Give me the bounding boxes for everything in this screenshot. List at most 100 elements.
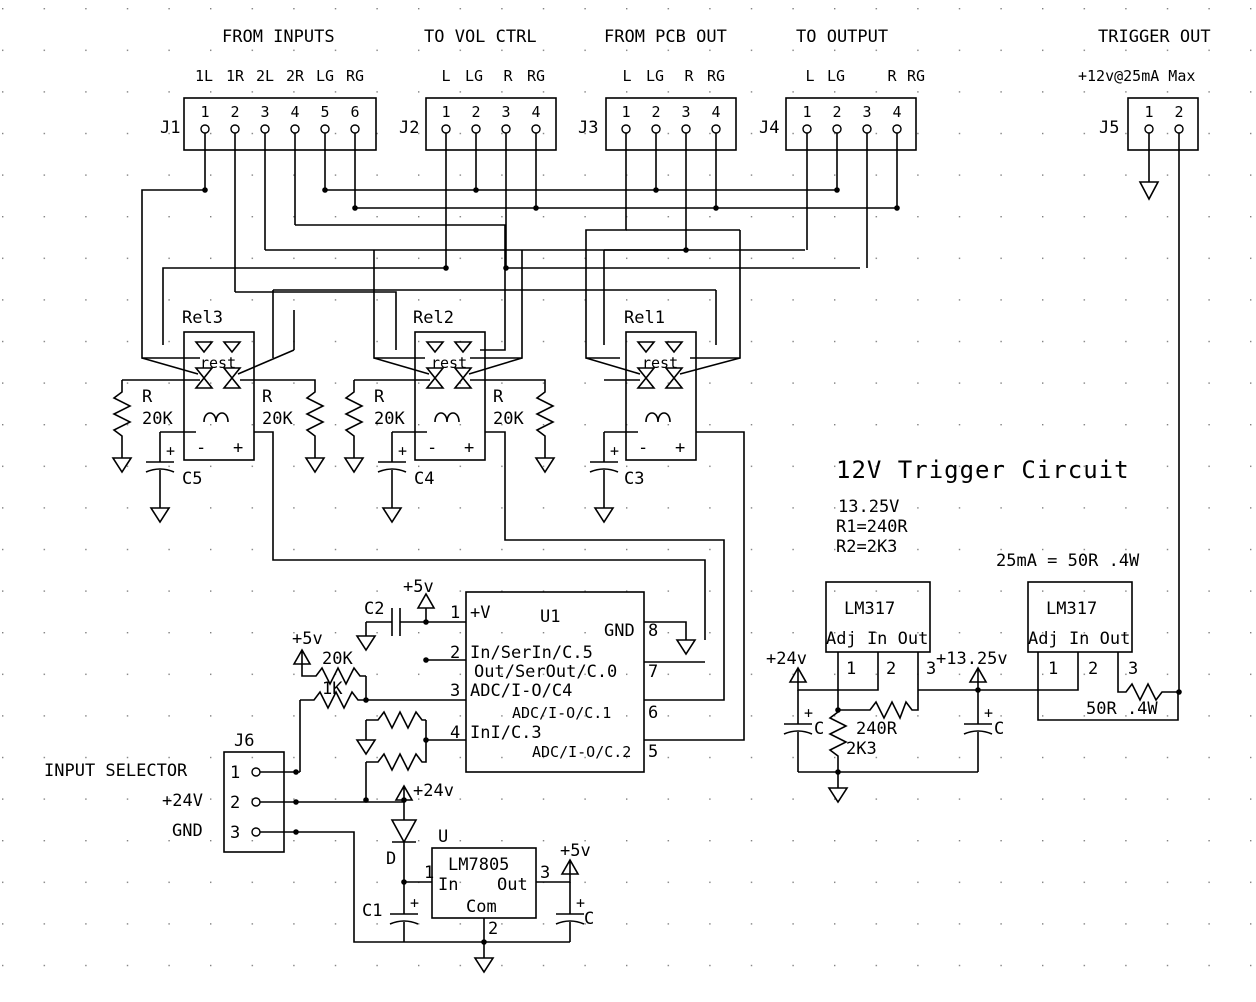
rel3-r-left-value: 20K [142,409,173,429]
rel1-ref: Rel1 [624,308,665,328]
trigger-circuit: 12V Trigger Circuit 13.25V R1=240R R2=2K… [766,456,1182,804]
j3-pin-2: 2 [651,103,660,121]
lm317-2-name: LM317 [1046,599,1097,619]
j4-pin-2: 2 [832,103,841,121]
relay-routing-wires [141,133,898,359]
rel3-rest: rest [200,354,236,372]
trigger-v-in-label: +24v [766,649,807,669]
j6-pin-2: 2 [230,793,240,813]
lm7805-plus5: +5v [560,841,591,861]
j1-label-6: RG [346,67,364,85]
rel3-ref: Rel3 [182,308,223,328]
u1-pin8-num: 8 [648,621,658,641]
j4-ref: J4 [759,118,779,138]
j6-signal-input-selector: INPUT SELECTOR [44,761,188,781]
input-plus24-label: +24v [413,781,454,801]
j1-label-1: 1L [195,67,213,85]
j3-pin-4: 4 [711,103,720,121]
trigger-r-out-label: 50R .4W [1086,699,1158,719]
trigger-note-r2: R2=2K3 [836,537,897,557]
j5-pin-2: 2 [1174,103,1183,121]
j1-label-2: 1R [226,67,245,85]
j1-pin-3: 3 [260,103,269,121]
lm317-2-pins: Adj In Out [1028,629,1130,649]
rel2-ref: Rel2 [413,308,454,328]
lm7805-com: Com [466,897,497,917]
connector-j1: J1 1L 1R 2L 2R LG RG 1 2 3 4 5 6 [160,67,377,151]
trigger-c2-label: C [994,719,1004,739]
header-trigger-out: TRIGGER OUT [1098,27,1211,47]
trigger-note-voltage: 13.25V [838,497,899,517]
j3-ref: J3 [578,118,598,138]
j3-pin-1: 1 [621,103,630,121]
trigger-note-r1: R1=240R [836,517,908,537]
relay-rel3: Rel3 rest - + [141,308,295,461]
connector-j5: J5 1 2 [1099,97,1199,151]
trigger-c1-label: C [814,719,824,739]
junction-dots [202,187,900,271]
lm317-2-pin3: 3 [1128,659,1138,679]
c5-label: C5 [182,469,202,489]
j3-label-2: LG [646,67,664,85]
u1-pin3-label: ADC/I-O/C4 [470,681,572,701]
u1-pin6-num: 6 [648,703,658,723]
c-out-label: C [584,909,594,929]
lm7805-name: LM7805 [448,855,509,875]
rel2-r-right-label: R [493,387,504,407]
j3-label-1: L [622,67,631,85]
connector-j4: J4 L LG R RG 1 2 3 4 [759,67,925,151]
input-r-mid-label: 1K [322,679,343,699]
c1-plus: + [410,894,419,912]
connector-j2: J2 L LG R RG 1 2 3 4 [399,67,557,151]
lm317-1-pins: Adj In Out [826,629,928,649]
j6-pin-3: 3 [230,823,240,843]
c3-label: C3 [624,469,644,489]
lm317-2-pin2: 2 [1088,659,1098,679]
j3-label-4: RG [707,67,725,85]
u1-pin4-label: InI/C.3 [470,723,542,743]
relay-rel1: Rel1 rest - + [585,308,741,461]
header-from-pcb-out: FROM PCB OUT [604,27,727,47]
j5-wiring [1138,133,1180,692]
j2-ref: J2 [399,118,419,138]
c-out-plus: + [576,894,585,912]
input-r-top-label: 20K [322,649,353,669]
lm317-1-pin1: 1 [846,659,856,679]
relay-rel2: Rel2 rest - + [373,308,523,461]
rel3-r-right-label: R [262,387,273,407]
rel2-r-right-value: 20K [493,409,524,429]
header-to-output: TO OUTPUT [796,27,888,47]
lm317-1-name: LM317 [844,599,895,619]
u1-pin1-label: +V [470,603,490,623]
c2-label: C2 [364,599,384,619]
rel2-plus: + [464,438,474,458]
j2-label-2: LG [465,67,483,85]
j1-pin-5: 5 [320,103,329,121]
trigger-title: 12V Trigger Circuit [836,456,1130,484]
j1-label-5: LG [316,67,334,85]
u1-pin3-num: 3 [450,681,460,701]
j4-label-1: L [805,67,814,85]
lm317-2-pin1: 1 [1048,659,1058,679]
u1-pin8-label: GND [604,621,635,641]
header-to-vol-ctrl: TO VOL CTRL [424,27,537,47]
u1-pin4-num: 4 [450,723,460,743]
j6-signal-24v: +24V [162,791,203,811]
u1-pin7-num: 7 [648,662,658,682]
rel2-rest: rest [431,354,467,372]
j1-label-3: 2L [256,67,274,85]
rel2-r-left-label: R [374,387,385,407]
j2-label-4: RG [527,67,545,85]
diode-label: D [386,849,396,869]
j2-pin-1: 1 [441,103,450,121]
j6-pin-1: 1 [230,763,240,783]
rel1-minus: - [638,438,648,458]
u1-wiring: +5v C2 [355,577,705,741]
j6-ref: J6 [234,731,254,751]
j2-pin-4: 4 [531,103,540,121]
j1-ref: J1 [160,118,180,138]
connector-j3: J3 L LG R RG 1 2 3 4 [578,67,737,151]
input-network: +5v 20K 1K +24v [292,629,466,803]
rel1-rest: rest [642,354,678,372]
